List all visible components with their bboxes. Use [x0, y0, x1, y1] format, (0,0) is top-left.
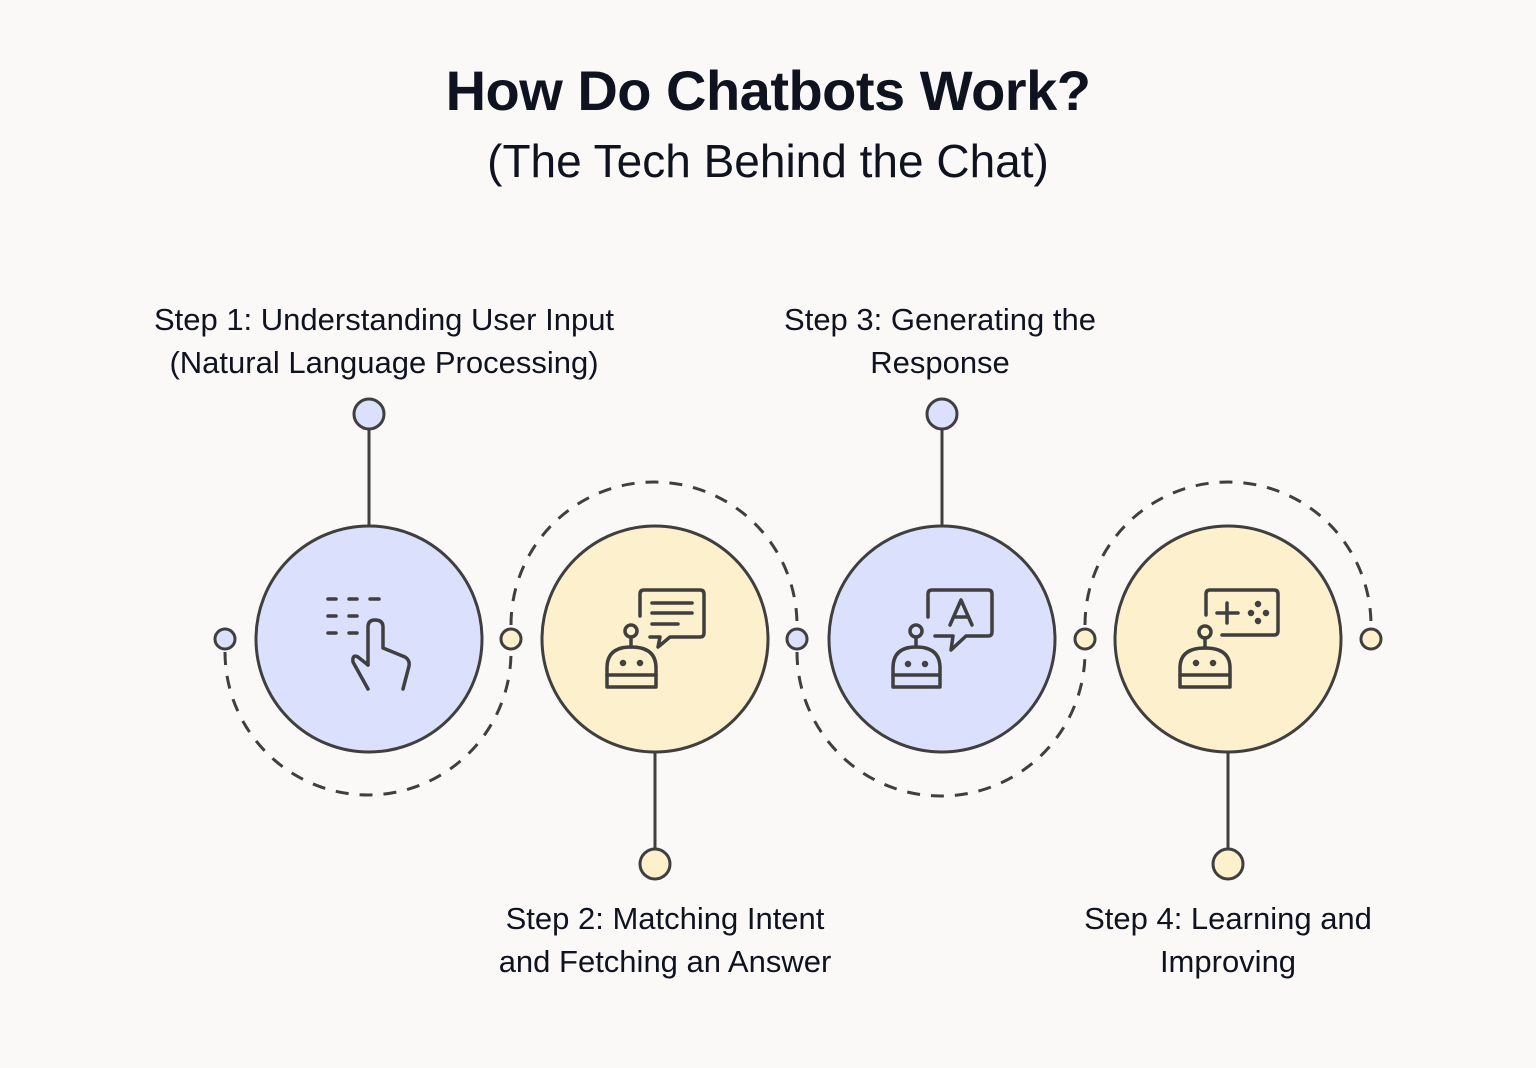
- node-dot-step-3: [925, 397, 959, 431]
- step-3-title: Step 3: Generating the: [784, 302, 1096, 337]
- step-3-label: Step 3: Generating the Response: [740, 298, 1140, 384]
- step-3-subtitle: Response: [870, 345, 1010, 380]
- step-4-subtitle: Improving: [1159, 944, 1297, 979]
- arc-dot-1-2: [499, 627, 523, 651]
- step-2-circle: [540, 524, 770, 754]
- step-1-title: Step 1: Understanding User Input: [153, 302, 615, 337]
- step-3-circle: [827, 524, 1057, 754]
- robot-translate-icon: [891, 588, 994, 689]
- arc-dot-2-3: [785, 627, 809, 651]
- page-subtitle: (The Tech Behind the Chat): [487, 135, 1049, 187]
- step-2-subtitle: and Fetching an Answer: [498, 944, 832, 979]
- step-1-label: Step 1: Understanding User Input (Natura…: [119, 298, 649, 384]
- page-title: How Do Chatbots Work?: [445, 59, 1091, 122]
- node-dot-step-1: [352, 397, 386, 431]
- robot-game-icon: [1178, 588, 1280, 689]
- step-2-label: Step 2: Matching Intent and Fetching an …: [440, 897, 890, 983]
- node-dot-step-4: [1211, 847, 1245, 881]
- robot-chat-icon: [605, 588, 706, 689]
- arc-dot-right-end: [1359, 627, 1383, 651]
- arc-dot-3-4: [1073, 627, 1097, 651]
- step-4-label: Step 4: Learning and Improving: [1038, 897, 1418, 983]
- dashed-arc-3: [795, 651, 1087, 798]
- dashed-arc-1: [223, 651, 513, 797]
- arc-dot-left-start: [213, 627, 237, 651]
- dashed-arc-2: [509, 480, 799, 626]
- step-1-subtitle: (Natural Language Processing): [169, 345, 599, 380]
- node-dot-step-2: [638, 847, 672, 881]
- step-4-title: Step 4: Learning and: [1084, 901, 1372, 936]
- dashed-arc-4: [1083, 480, 1373, 626]
- hand-tap-icon: [326, 597, 411, 691]
- step-4-circle: [1113, 524, 1343, 754]
- step-2-title: Step 2: Matching Intent: [505, 901, 825, 936]
